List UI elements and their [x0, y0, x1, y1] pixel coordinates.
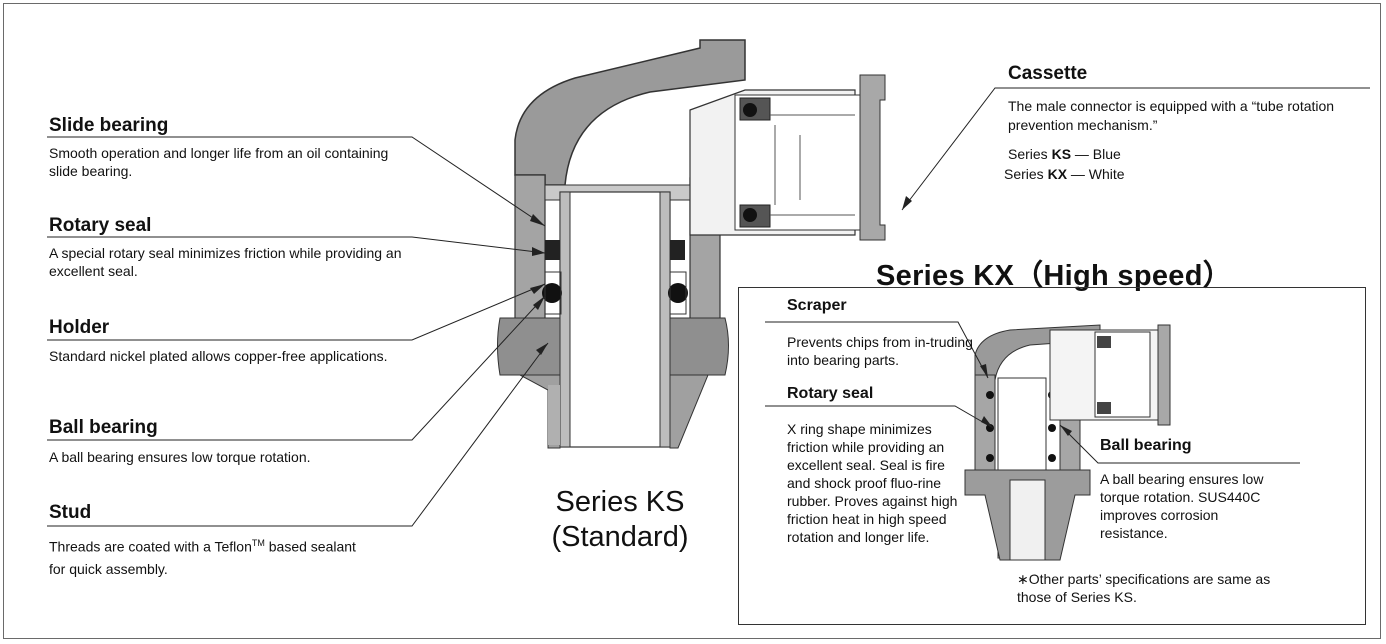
- kx-fitting-drawing: [964, 324, 1171, 561]
- ks-leader-lines: [47, 87, 1370, 527]
- ball-bearing-desc: A ball bearing ensures low torque rotati…: [49, 449, 311, 465]
- kx-note: ∗Other parts’ specifications are same as…: [1017, 571, 1271, 605]
- ball-bearing-title: Ball bearing: [49, 417, 158, 438]
- kx-series-title: Series KX（High speed）: [876, 260, 1233, 292]
- cassette-desc: The male connector is equipped with a “t…: [1008, 98, 1335, 133]
- rotary-seal-desc: A special rotary seal minimizes friction…: [49, 245, 402, 279]
- holder-title: Holder: [49, 317, 110, 338]
- slide-bearing-title: Slide bearing: [49, 115, 169, 136]
- holder-desc: Standard nickel plated allows copper-fre…: [49, 348, 388, 364]
- kx-ball-bearing-desc: A ball bearing ensures low torque rotati…: [1100, 471, 1264, 541]
- scraper-title: Scraper: [787, 297, 847, 314]
- kx-rotary-seal-desc: X ring shape minimizes friction while pr…: [787, 421, 958, 545]
- kx-arrowheads: [980, 364, 1072, 436]
- rotary-seal-title: Rotary seal: [49, 215, 152, 236]
- kx-inset-panel: [738, 287, 1366, 625]
- cassette-title: Cassette: [1008, 63, 1088, 84]
- cassette-ks-row: Series KS — Blue: [1008, 146, 1121, 162]
- slide-bearing-desc: Smooth operation and longer life from an…: [49, 145, 389, 179]
- scraper-desc: Prevents chips from in-truding into bear…: [787, 334, 973, 368]
- stud-title: Stud: [49, 502, 92, 523]
- figure-frame: [3, 3, 1381, 639]
- kx-ball-bearing-title: Ball bearing: [1100, 437, 1192, 454]
- cassette-kx-row: Series KX — White: [1004, 166, 1125, 182]
- ks-fitting-drawing: [497, 39, 886, 449]
- ks-series-label: Series KS (Standard): [551, 486, 689, 553]
- ks-arrowheads: [530, 196, 912, 355]
- kx-rotary-seal-title: Rotary seal: [787, 385, 874, 402]
- stud-desc: Threads are coated with a TeflonTM based…: [49, 538, 356, 577]
- kx-leader-lines: [765, 321, 1300, 464]
